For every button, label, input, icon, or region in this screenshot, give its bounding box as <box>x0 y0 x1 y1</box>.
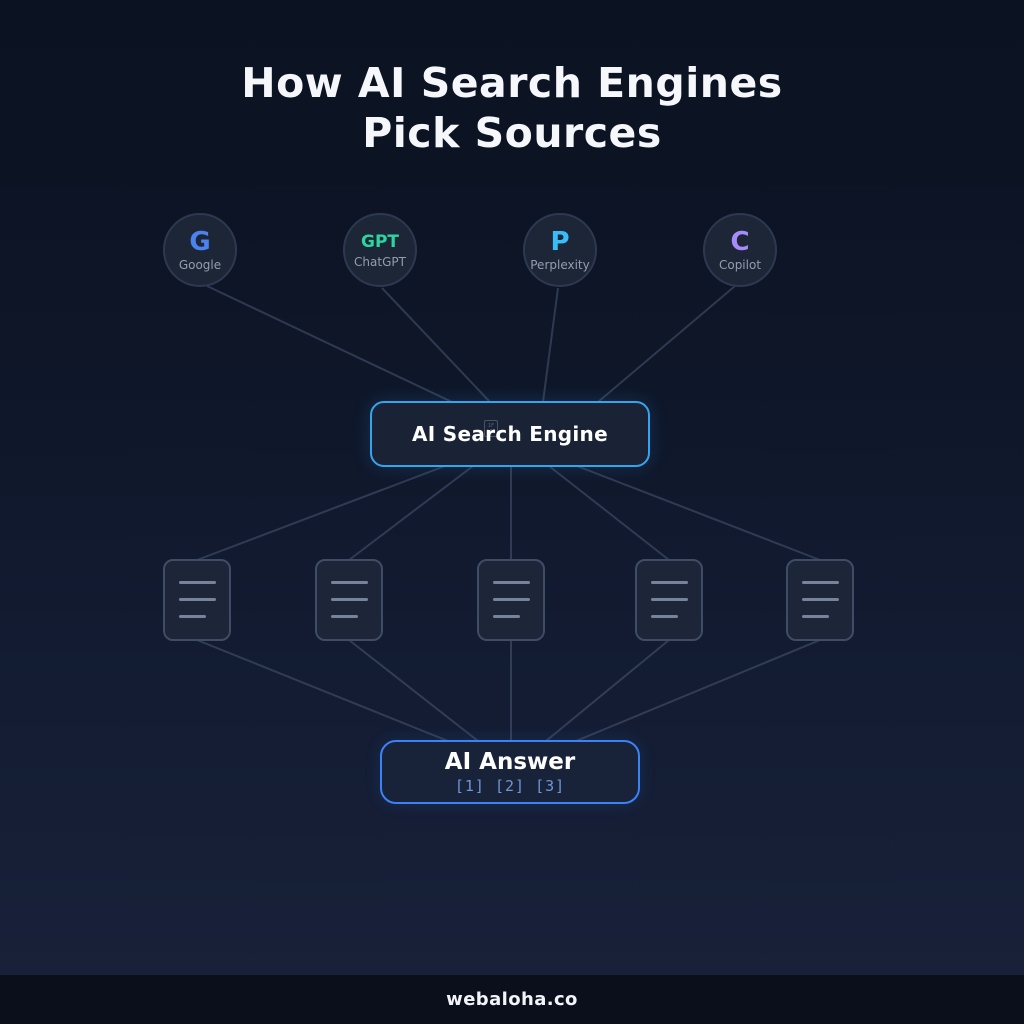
copilot-logo-icon: C <box>730 226 750 257</box>
page-title: How AI Search Engines Pick Sources <box>0 58 1024 158</box>
engine-node-copilot: C Copilot <box>703 213 777 287</box>
ai-search-engine-label: AI Search Engine <box>412 422 608 446</box>
document-text-line <box>493 581 530 584</box>
document-text-line <box>179 615 206 618</box>
engine-node-google: G Google <box>163 213 237 287</box>
source-document-4 <box>635 559 703 641</box>
page-title-line2: Pick Sources <box>362 109 662 157</box>
page-title-line1: How AI Search Engines <box>241 59 783 107</box>
source-document-2 <box>315 559 383 641</box>
document-text-line <box>651 615 678 618</box>
document-text-line <box>331 598 368 601</box>
missing-glyph-hex-top: 1F <box>487 422 495 429</box>
document-text-line <box>802 598 839 601</box>
citation-markers: [1] [2] [3] <box>454 777 566 795</box>
ai-answer-label: AI Answer <box>444 749 576 775</box>
document-text-line <box>493 598 530 601</box>
chatgpt-logo-icon: GPT <box>360 231 399 252</box>
document-text-line <box>331 581 368 584</box>
ai-search-engine-node: 1F 50D AI Search Engine <box>370 401 650 467</box>
document-text-line <box>802 615 829 618</box>
footer-website-text: webaloha.co <box>446 989 578 1010</box>
document-text-line <box>179 581 216 584</box>
engine-node-perplexity: P Perplexity <box>523 213 597 287</box>
document-text-line <box>651 598 688 601</box>
document-text-line <box>331 615 358 618</box>
source-document-5 <box>786 559 854 641</box>
engine-name: Google <box>178 257 222 272</box>
perplexity-logo-icon: P <box>550 226 570 257</box>
footer-band: webaloha.co <box>0 975 1024 1024</box>
magnifier-missing-glyph-icon: 1F 50D <box>484 420 498 437</box>
engine-node-chatgpt: GPT ChatGPT <box>343 213 417 287</box>
source-document-3 <box>477 559 545 641</box>
missing-glyph-hex-bottom: 50D <box>486 428 496 435</box>
engine-name: Perplexity <box>530 257 590 272</box>
engine-name: ChatGPT <box>354 254 406 269</box>
google-logo-icon: G <box>189 226 211 257</box>
engine-name: Copilot <box>718 257 762 272</box>
document-text-line <box>651 581 688 584</box>
document-text-line <box>802 581 839 584</box>
document-text-line <box>179 598 216 601</box>
ai-answer-node: AI Answer [1] [2] [3] <box>380 740 640 804</box>
source-document-1 <box>163 559 231 641</box>
document-text-line <box>493 615 520 618</box>
